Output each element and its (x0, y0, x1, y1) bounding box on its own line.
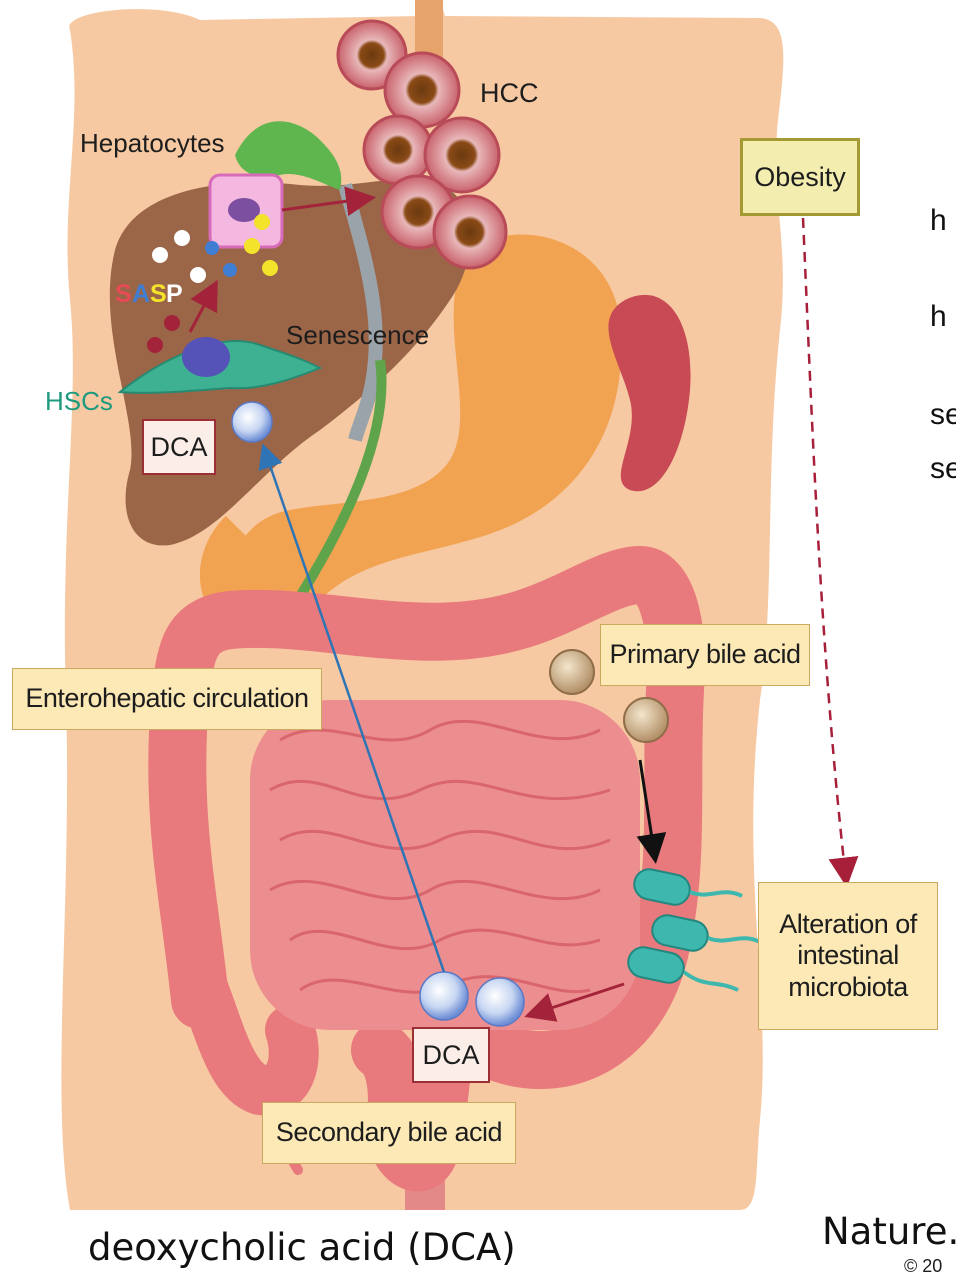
sasp-dot (190, 267, 206, 283)
side-text-3: se (930, 398, 956, 432)
sasp-dot (164, 315, 180, 331)
dca-gut-ball (420, 972, 468, 1020)
sasp-letter: P (166, 280, 183, 308)
sasp-dot (174, 230, 190, 246)
label-obesity: Obesity (740, 138, 860, 216)
copyright: © 20 (904, 1256, 942, 1277)
hsc-nucleus (182, 337, 230, 377)
sasp-dot (152, 247, 168, 263)
side-text-2: h (930, 300, 947, 334)
label-senescence: Senescence (286, 320, 429, 351)
dca-liver-ball (232, 402, 272, 442)
dca-gut-ball (476, 978, 524, 1026)
label-dca-gut: DCA (412, 1027, 490, 1083)
side-text-1: h (930, 204, 947, 238)
sasp-letter: S (150, 280, 167, 308)
label-hscs: HSCs (45, 386, 113, 417)
label-alteration-microbiota: Alteration of intestinal microbiota (758, 882, 938, 1030)
sasp-dot (254, 214, 270, 230)
sasp-dot (205, 241, 219, 255)
citation: Nature. (822, 1210, 956, 1253)
primary-bile-acid-ball (550, 650, 594, 694)
label-hcc: HCC (480, 78, 539, 109)
sasp-dot (223, 263, 237, 277)
sasp-letter: S (115, 280, 132, 308)
label-enterohepatic-circulation: Enterohepatic circulation (12, 668, 322, 730)
label-dca-liver: DCA (142, 419, 216, 475)
side-text-4: se (930, 452, 956, 486)
alteration-line-1: Alteration of (779, 909, 917, 940)
caption: deoxycholic acid (DCA) (88, 1226, 516, 1269)
obesity-dashed-arrow (803, 218, 846, 880)
sasp-dot (262, 260, 278, 276)
label-secondary-bile-acid: Secondary bile acid (262, 1102, 516, 1164)
alteration-line-2: intestinal (797, 940, 899, 971)
sasp-letter: A (132, 280, 150, 308)
sasp-dot (244, 238, 260, 254)
primary-bile-acid-ball (624, 698, 668, 742)
sasp-dot (147, 337, 163, 353)
alteration-line-3: microbiota (788, 972, 908, 1003)
label-hepatocytes: Hepatocytes (80, 128, 225, 159)
label-primary-bile-acid: Primary bile acid (600, 624, 810, 686)
